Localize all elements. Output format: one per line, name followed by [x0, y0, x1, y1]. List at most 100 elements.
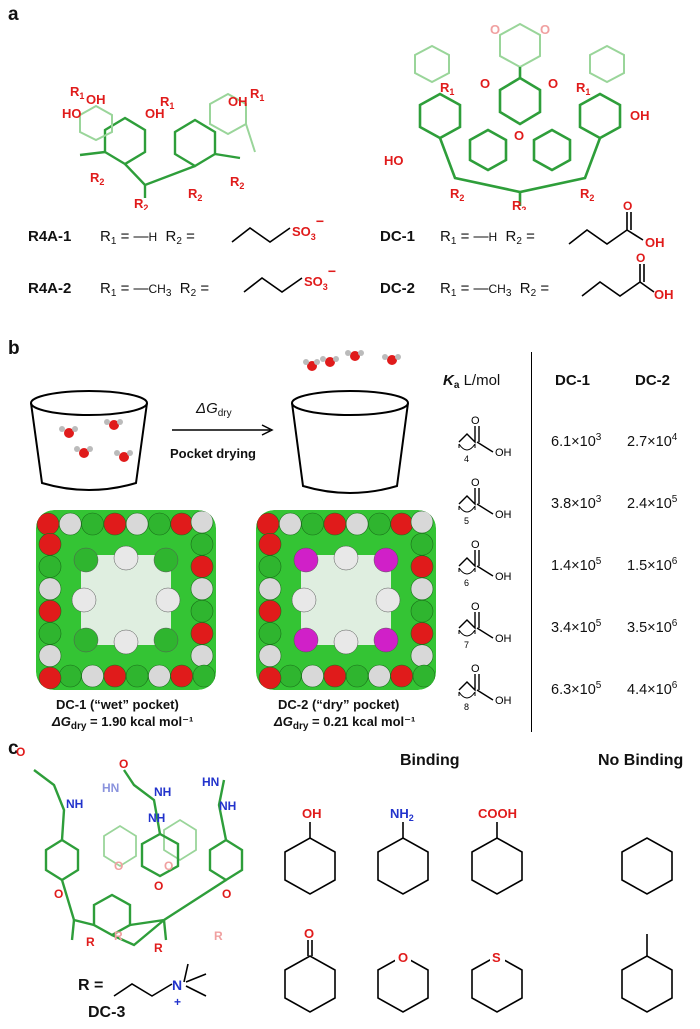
svg-text:OH: OH — [645, 235, 665, 250]
dc-o-label: O — [540, 22, 550, 37]
r4a-r1-label: R1 — [70, 84, 84, 101]
ka-value-dc1: 6.1×103 — [551, 432, 602, 450]
ammonium-n-label: N — [172, 977, 182, 993]
cooh-substituent-label: COOH — [478, 806, 517, 821]
dc-r1-label: R1 — [576, 80, 590, 97]
released-water-molecules — [303, 350, 401, 371]
dc3-nh-label: NH — [148, 811, 165, 825]
dc2-name: DC-2 — [380, 280, 416, 297]
water-molecules — [59, 419, 133, 462]
panel-letter-a: a — [8, 4, 19, 25]
dc-r2-label: R2 — [450, 186, 464, 203]
cyclohexane-ring — [621, 837, 673, 895]
panel-letter-c: c — [8, 738, 19, 759]
butanoic-chain-2: O OH — [581, 252, 674, 302]
sulfonate-chain-2: SO3− — [243, 263, 336, 293]
oh-substituent-label: OH — [302, 806, 322, 821]
r4a-r2-label: R2 — [134, 196, 148, 210]
sulfonate-chain-1: SO3− — [231, 213, 324, 243]
dc-oh-label: OH — [630, 108, 650, 123]
chain-length-label: 6 — [464, 578, 469, 588]
ka-value-dc2: 2.7×104 — [627, 432, 678, 450]
dc1-def: R1 = —H R2 = — [440, 228, 535, 247]
table-divider — [531, 352, 532, 732]
dc3-o-label: O — [114, 859, 123, 873]
dc3-o-label: O — [54, 887, 63, 901]
hydroxyl-label: OH — [495, 695, 512, 707]
ka-value-dc1: 3.8×103 — [551, 494, 602, 512]
ka-value-dc2: 4.4×106 — [627, 680, 678, 698]
hydroxyl-label: OH — [495, 571, 512, 583]
dc3-nh-label: NH — [219, 799, 236, 813]
dc3-r-label: R — [114, 929, 123, 943]
wet-pocket-cup — [30, 390, 148, 491]
r4a-r2-label: R2 — [188, 186, 202, 203]
dc3-o-label: O — [16, 745, 25, 759]
carbonyl-o-label: O — [471, 477, 480, 489]
dc3-nh-label: NH — [154, 785, 171, 799]
dc3-o-label: O — [154, 879, 163, 893]
cyclohexanone-ring — [284, 955, 336, 1013]
svg-text:SO3−: SO3− — [292, 213, 324, 242]
dc2-space-model — [256, 510, 436, 690]
ka-value-dc2: 2.4×105 — [627, 494, 678, 512]
dc2-caption: DC-2 (“dry” pocket) — [278, 697, 400, 712]
svg-text:SO3−: SO3− — [304, 263, 336, 292]
pocket-drying-label: Pocket drying — [170, 446, 256, 461]
dc-o-label: O — [490, 22, 500, 37]
ammonium-plus-label: + — [174, 995, 181, 1008]
ammonium-chain: N + — [113, 963, 207, 1008]
hydroxyl-label: OH — [495, 447, 512, 459]
dc-o-label: O — [514, 128, 524, 143]
chain-length-label: 8 — [464, 702, 469, 712]
dc-r1-label: R1 — [440, 80, 454, 97]
r4a-structure: HO OH OH OH R1 R1 R1 R2 R2 R2 R2 — [62, 84, 264, 210]
r4a-r1-label: R1 — [160, 94, 174, 111]
dc-o-label: O — [548, 76, 558, 91]
dc-ho-label: HO — [384, 153, 404, 168]
dc3-o-label: O — [222, 887, 231, 901]
dc1-name: DC-1 — [380, 228, 416, 245]
carbonyl-o-label: O — [471, 539, 480, 551]
r4a1-name: R4A-1 — [28, 228, 72, 245]
dc3-o-label: O — [119, 757, 128, 771]
guest-molecules: OH NH2 COOH O O S — [284, 806, 673, 1013]
panel-letter-b: b — [8, 338, 20, 359]
butanoic-chain-1: O OH — [568, 200, 665, 250]
thiopyran-s-label: S — [492, 950, 501, 965]
r4a-oh-label: OH — [86, 92, 106, 107]
hydroxyl-label: OH — [495, 633, 512, 645]
pyran-o-label: O — [398, 950, 408, 965]
methylcyclohexane-ring — [621, 955, 673, 1013]
dc3-nh-label: NH — [66, 797, 83, 811]
svg-text:O: O — [623, 200, 632, 213]
dc-r2-label: R2 — [512, 198, 526, 210]
fatty-acid-structure: O OH 6 — [458, 539, 512, 588]
svg-text:OH: OH — [654, 287, 674, 302]
chain-length-label: 7 — [464, 640, 469, 650]
dc2-def: R1 = —CH3 R2 = — [440, 280, 550, 299]
hydroxyl-label: OH — [495, 509, 512, 521]
svg-text:O: O — [636, 252, 645, 265]
dc-o-label: O — [480, 76, 490, 91]
dc-structure: O O O O O OH HO R1 R1 R2 R2 R2 — [384, 22, 650, 210]
r4a-oh-label: OH — [228, 94, 248, 109]
ka-value-dc2: 3.5×106 — [627, 618, 678, 636]
ka-value-dc1: 1.4×105 — [551, 556, 602, 574]
chain-length-label: 4 — [464, 454, 469, 464]
carbonyl-o-label: O — [471, 415, 480, 427]
ka-value-dc1: 3.4×105 — [551, 618, 602, 636]
r4a-r2-label: R2 — [230, 174, 244, 191]
carbonyl-o-label: O — [471, 601, 480, 613]
r4a-r2-label: R2 — [90, 170, 104, 187]
r4a-ho-label: HO — [62, 106, 82, 121]
dc3-structure: O NH HN O NH NH HN NH O O O O O R R R R — [16, 745, 244, 955]
delta-g-dry-label: ΔGdry — [196, 400, 232, 419]
dc3-hn-label: HN — [202, 775, 219, 789]
dc1-space-model — [36, 510, 216, 690]
no-binding-heading: No Binding — [598, 752, 684, 769]
dc3-hn-label: HN — [102, 781, 119, 795]
dc2-energy: ΔGdry = 0.21 kcal mol⁻¹ — [274, 714, 416, 732]
